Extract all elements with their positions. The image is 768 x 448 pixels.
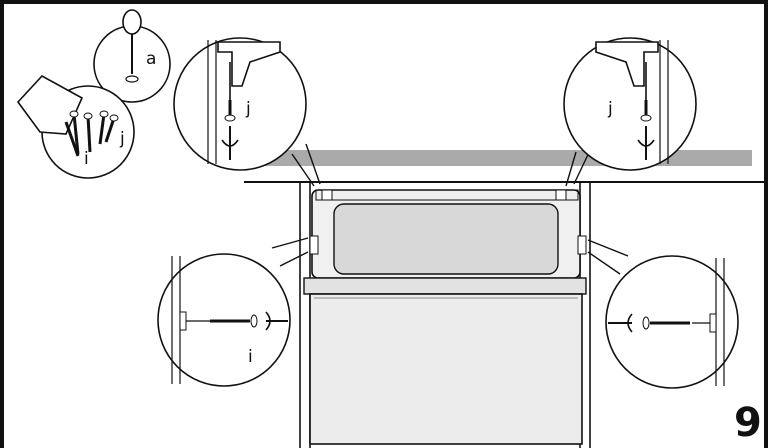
dishwasher-top xyxy=(311,189,581,279)
side-bracket-left xyxy=(309,235,319,255)
dishwasher-door xyxy=(303,277,587,445)
screwdriver-detail: a xyxy=(93,9,171,103)
screws-icon xyxy=(64,110,119,157)
installation-diagram: a i j j xyxy=(16,9,764,448)
label-i-side-left: i xyxy=(248,347,253,367)
label-i-bag: i xyxy=(84,149,89,169)
label-j-top-right: j xyxy=(607,99,613,119)
step-number: 9 xyxy=(734,400,762,446)
bracket-right xyxy=(555,189,567,201)
side-left-zoom: i xyxy=(157,237,309,387)
screw-bag-detail: i j xyxy=(16,74,135,179)
label-j-top-left: j xyxy=(245,99,251,119)
cabinet-left-panel xyxy=(299,182,311,448)
top-right-zoom: j xyxy=(563,37,697,187)
label-j-bag: j xyxy=(119,129,125,149)
top-left-zoom: j xyxy=(173,37,321,187)
countertop xyxy=(252,150,752,166)
side-right-zoom xyxy=(587,239,739,389)
side-bracket-right xyxy=(577,235,587,255)
label-a: a xyxy=(146,49,156,69)
bracket-left xyxy=(321,189,333,201)
